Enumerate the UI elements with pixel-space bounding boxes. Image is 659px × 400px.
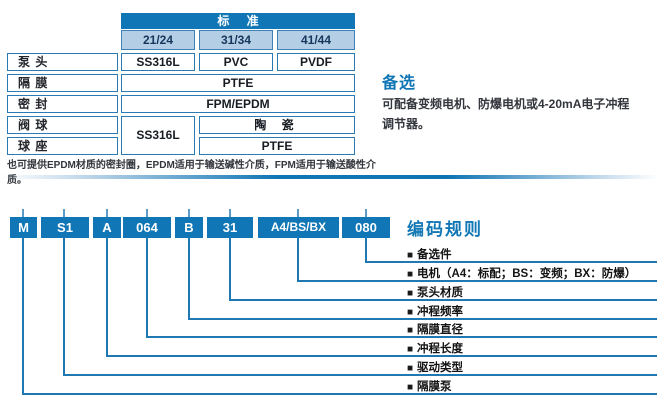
cell-ball-seat-ptfe: PTFE — [199, 137, 355, 155]
code-label-text: 驱动类型 — [417, 362, 464, 374]
tick-line — [229, 209, 231, 217]
bullet-square-icon: ■ — [407, 269, 414, 280]
code-box-b: B — [175, 217, 203, 238]
bullet-square-icon: ■ — [407, 325, 414, 336]
cell-diaphragm-ptfe: PTFE — [121, 74, 355, 92]
code-box-a4-bs-bx: A4/BS/BX — [258, 217, 339, 238]
cell-pump-head-pvdf: PVDF — [277, 53, 355, 71]
connector-line — [22, 393, 657, 395]
row-label-ball-seat: 球 座 — [7, 137, 118, 155]
code-label-drive-type: ■驱动类型 — [407, 359, 463, 375]
code-box-064: 064 — [123, 217, 171, 238]
cell-valve-ball-ceramic: 陶 瓷 — [199, 116, 355, 134]
table-header-standard: 标 准 — [121, 13, 355, 29]
code-box-m: M — [10, 217, 37, 238]
cell-pump-head-pvc: PVC — [199, 53, 273, 71]
connector-line — [22, 238, 24, 395]
code-label-text: 泵头材质 — [417, 287, 464, 299]
bullet-square-icon: ■ — [407, 344, 414, 355]
tick-line — [188, 209, 190, 217]
connector-line — [63, 374, 657, 376]
connector-line — [229, 238, 231, 301]
code-label-text: 冲程频率 — [417, 306, 464, 318]
code-label-options: ■备选件 — [407, 246, 452, 262]
section-divider — [0, 175, 659, 179]
bullet-square-icon: ■ — [407, 288, 414, 299]
code-label-diaphragm-diameter: ■隔膜直径 — [407, 321, 463, 337]
coding-rules-title: 编码规则 — [407, 220, 483, 239]
row-label-diaphragm: 隔 膜 — [7, 74, 118, 92]
connector-line — [146, 238, 148, 338]
optional-panel-line1: 可配备变频电机、防爆电机或4-20mA电子冲程 — [382, 97, 630, 111]
code-box-080: 080 — [342, 217, 390, 238]
code-label-text: 隔膜泵 — [417, 381, 452, 393]
column-header-4144: 41/44 — [277, 30, 355, 50]
cell-valve-ss316l-merged: SS316L — [121, 116, 195, 155]
tick-line — [297, 209, 299, 217]
column-header-3134: 31/34 — [199, 30, 273, 50]
row-label-seal: 密 封 — [7, 95, 118, 113]
connector-line — [146, 336, 657, 338]
code-label-stroke-frequency: ■冲程频率 — [407, 303, 463, 319]
row-label-pump-head: 泵 头 — [7, 53, 118, 71]
connector-line — [188, 318, 657, 320]
bullet-square-icon: ■ — [407, 250, 414, 261]
bullet-square-icon: ■ — [407, 307, 414, 318]
tick-line — [63, 209, 65, 217]
code-box-31: 31 — [207, 217, 253, 238]
optional-panel-title: 备选 — [382, 75, 417, 92]
connector-line — [106, 355, 657, 357]
cell-seal-fpm-epdm: FPM/EPDM — [121, 95, 355, 113]
connector-line — [297, 280, 657, 282]
code-label-text: 备选件 — [417, 249, 452, 261]
connector-line — [365, 238, 367, 263]
optional-panel-line2: 调节器。 — [382, 117, 431, 131]
bullet-square-icon: ■ — [407, 382, 414, 393]
code-label-diaphragm-pump: ■隔膜泵 — [407, 378, 452, 394]
connector-line — [106, 238, 108, 357]
tick-line — [22, 209, 24, 217]
code-label-text: 电机（A4：标配；BS：变频；BX：防爆） — [417, 268, 637, 280]
code-label-motor: ■电机（A4：标配；BS：变频；BX：防爆） — [407, 265, 636, 281]
cell-pump-head-ss316l: SS316L — [121, 53, 195, 71]
tick-line — [146, 209, 148, 217]
code-label-pump-head-material: ■泵头材质 — [407, 284, 463, 300]
code-box-s1: S1 — [41, 217, 89, 238]
connector-line — [297, 238, 299, 282]
connector-line — [63, 238, 65, 376]
column-header-2124: 21/24 — [121, 30, 195, 50]
optional-panel-text: 可配备变频电机、防爆电机或4-20mA电子冲程 调节器。 — [382, 94, 654, 134]
tick-line — [106, 209, 108, 217]
code-label-text: 隔膜直径 — [417, 324, 464, 336]
row-label-valve-ball: 阀 球 — [7, 116, 118, 134]
code-box-a: A — [93, 217, 121, 238]
bullet-square-icon: ■ — [407, 363, 414, 374]
code-label-stroke-length: ■冲程长度 — [407, 340, 463, 356]
code-label-text: 冲程长度 — [417, 343, 464, 355]
tick-line — [365, 209, 367, 217]
connector-line — [188, 238, 190, 320]
connector-line — [229, 299, 657, 301]
connector-line — [365, 261, 657, 263]
table-footnote: 也可提供EPDM材质的密封圈，EPDM适用于输送碱性介质，FPM适用于输送酸性介… — [7, 160, 376, 186]
